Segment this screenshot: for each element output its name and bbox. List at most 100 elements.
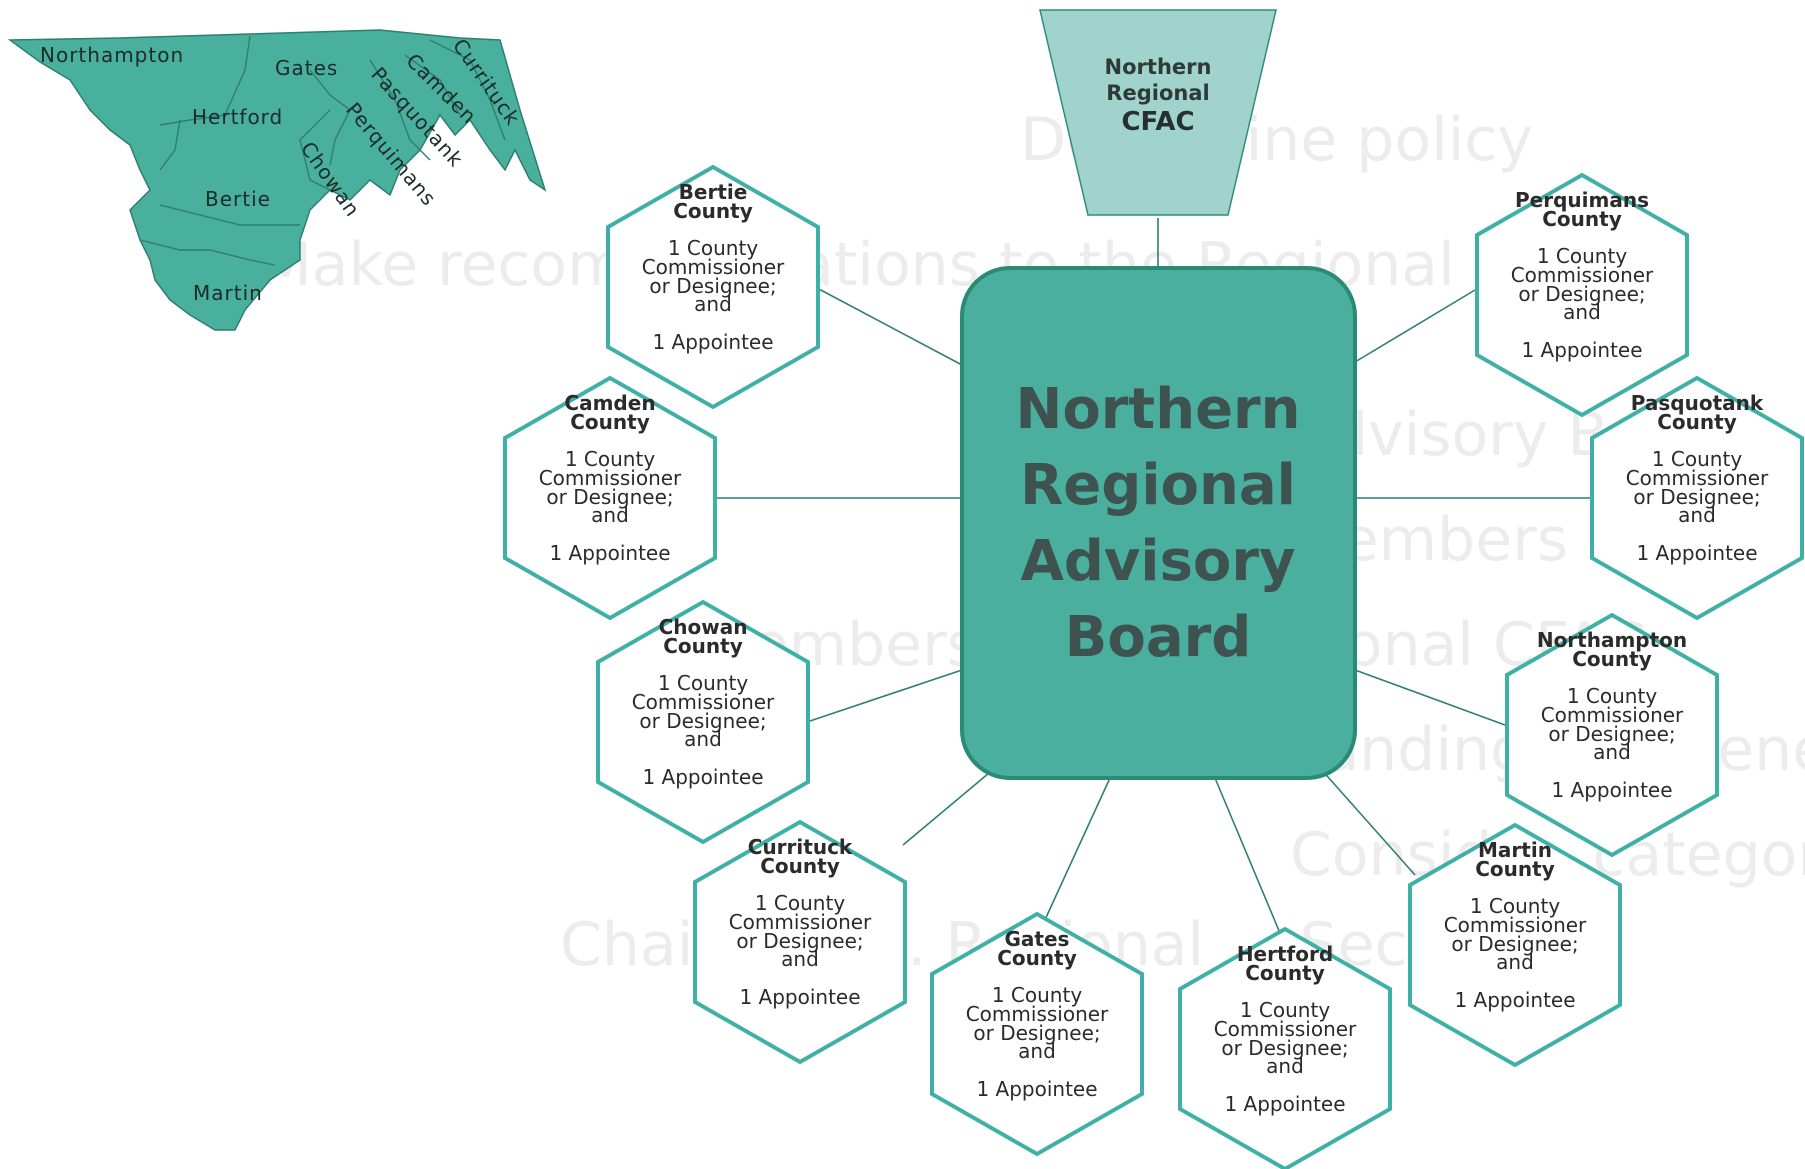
hex-county-suffix: County [663, 634, 743, 658]
hex-body-line2: Commissioner [1511, 263, 1654, 287]
hex-appointee: 1 Appointee [1454, 988, 1575, 1012]
hex-body-line2: Commissioner [1626, 466, 1769, 490]
hexagon-shape [693, 819, 907, 1065]
hex-body-line1: 1 County [1537, 244, 1627, 268]
hex-body-line4: and [1563, 300, 1601, 324]
hex-appointee: 1 Appointee [1224, 1092, 1345, 1116]
hex-county-suffix: County [673, 199, 753, 223]
hex-body-line3: or Designee; [1633, 485, 1760, 509]
hex-county-suffix: County [1572, 647, 1652, 671]
hex-body-line1: 1 County [1567, 684, 1657, 708]
hex-appointee: 1 Appointee [549, 541, 670, 565]
hex-body-line2: Commissioner [1444, 913, 1587, 937]
hex-body-line2: Commissioner [539, 466, 682, 490]
hex-body-line1: 1 County [658, 671, 748, 695]
map-label-bertie: Bertie [205, 187, 271, 211]
hex-body-line2: Commissioner [632, 690, 775, 714]
hexagon-shape [503, 375, 717, 621]
hex-body-line3: or Designee; [639, 709, 766, 733]
hexagon-shape [1178, 926, 1392, 1169]
hex-appointee: 1 Appointee [1636, 541, 1757, 565]
hexagon-shape [930, 911, 1144, 1157]
hex-body-line3: or Designee; [1518, 282, 1645, 306]
hex-county-name: Chowan [659, 615, 748, 639]
hex-county-suffix: County [997, 946, 1077, 970]
hex-body-line3: or Designee; [1548, 722, 1675, 746]
hex-appointee: 1 Appointee [976, 1077, 1097, 1101]
hex-body-line1: 1 County [565, 447, 655, 471]
hex-body-line1: 1 County [755, 891, 845, 915]
hex-body-line2: Commissioner [1541, 703, 1684, 727]
hex-body-line4: and [1496, 950, 1534, 974]
hex-county-name: Bertie [679, 180, 748, 204]
hex-appointee: 1 Appointee [1521, 338, 1642, 362]
hex-body-line3: or Designee; [973, 1021, 1100, 1045]
cfac-line1: Northern [1105, 55, 1212, 79]
hex-body-line2: Commissioner [966, 1002, 1109, 1026]
hex-county-name: Camden [564, 391, 655, 415]
hex-county-name: Hertford [1237, 942, 1333, 966]
hex-body-line3: or Designee; [736, 929, 863, 953]
hexagon-shape [596, 599, 810, 845]
hex-county-suffix: County [1542, 207, 1622, 231]
hex-body-line4: and [1593, 740, 1631, 764]
hex-body-line2: Commissioner [729, 910, 872, 934]
hex-body-line4: and [684, 727, 722, 751]
hex-body-line1: 1 County [1652, 447, 1742, 471]
hex-body-line1: 1 County [1470, 894, 1560, 918]
hex-county-name: Northampton [1537, 628, 1687, 652]
hex-county-name: Gates [1005, 927, 1070, 951]
hex-county-name: Perquimans [1515, 188, 1649, 212]
advisory-board-box: Northern Regional Advisory Board [960, 266, 1357, 780]
hex-appointee: 1 Appointee [642, 765, 763, 789]
map-shape [7, 29, 547, 331]
hex-body-line4: and [781, 947, 819, 971]
cfac-line2: Regional [1106, 81, 1209, 105]
hex-body-line1: 1 County [992, 983, 1082, 1007]
map-label-northampton: Northampton [40, 43, 184, 67]
hex-body-line3: or Designee; [649, 274, 776, 298]
hex-county-suffix: County [1657, 410, 1737, 434]
hex-county-name: Martin [1478, 838, 1552, 862]
hex-appointee: 1 Appointee [739, 985, 860, 1009]
board-line1: Northern [1015, 377, 1300, 442]
county-map: Northampton Gates Hertford Bertie Martin… [7, 29, 547, 331]
hex-appointee: 1 Appointee [1551, 778, 1672, 802]
hex-body-line4: and [694, 292, 732, 316]
hex-body-line3: or Designee; [1451, 932, 1578, 956]
hex-county-name: Pasquotank [1631, 391, 1764, 415]
board-line2: Regional [1020, 453, 1296, 518]
hexagon-shape [606, 164, 820, 410]
hex-body-line4: and [1266, 1054, 1304, 1078]
hex-body-line1: 1 County [668, 236, 758, 260]
hex-county-suffix: County [570, 410, 650, 434]
hex-body-line3: or Designee; [546, 485, 673, 509]
hex-body-line4: and [591, 503, 629, 527]
hex-county-suffix: County [1245, 961, 1325, 985]
hex-county-name: Currituck [748, 835, 853, 859]
board-line3: Advisory [1020, 529, 1295, 594]
hexagon-shape [1475, 172, 1689, 418]
hexagon-shape [1505, 612, 1719, 858]
hex-county-suffix: County [760, 854, 840, 878]
hex-appointee: 1 Appointee [652, 330, 773, 354]
connectors [713, 218, 1592, 946]
hex-county-suffix: County [1475, 857, 1555, 881]
hex-body-line4: and [1678, 503, 1716, 527]
hexagon-shape [1590, 375, 1804, 621]
hex-body-line1: 1 County [1240, 998, 1330, 1022]
map-label-gates: Gates [275, 56, 338, 80]
hex-body-line4: and [1018, 1039, 1056, 1063]
map-label-martin: Martin [193, 281, 263, 305]
cfac-box: Northern Regional CFAC [1039, 9, 1277, 216]
